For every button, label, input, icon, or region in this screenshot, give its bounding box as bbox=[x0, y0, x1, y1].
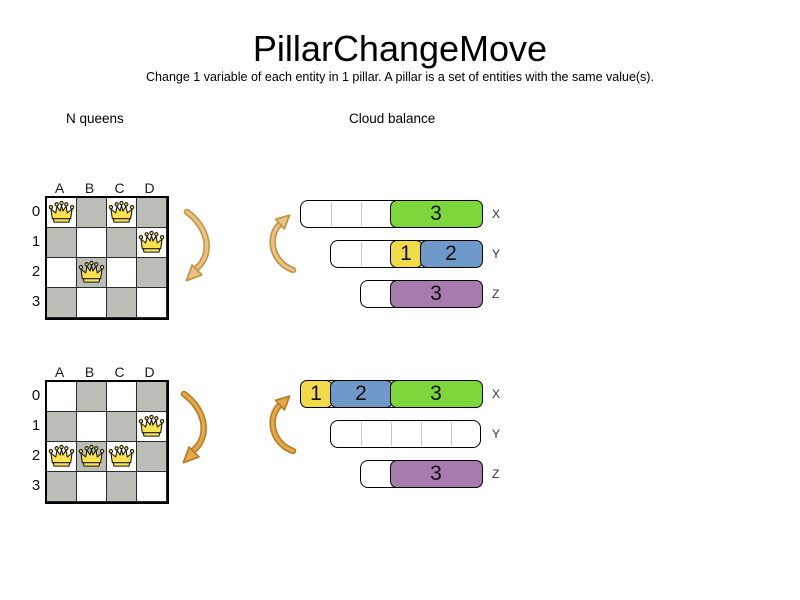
section-label-nqueens: N queens bbox=[66, 111, 124, 126]
cell-divider bbox=[421, 422, 422, 446]
board-cell bbox=[77, 258, 107, 288]
board-cell bbox=[107, 442, 137, 472]
board-cell bbox=[47, 382, 77, 412]
board-grid bbox=[45, 380, 169, 504]
board-cell bbox=[137, 382, 167, 412]
board-cell bbox=[137, 472, 167, 502]
board-cell bbox=[77, 442, 107, 472]
computer-label: Y bbox=[492, 247, 501, 261]
queen-icon bbox=[48, 444, 75, 467]
process-block: 2 bbox=[419, 239, 483, 268]
queen-icon bbox=[138, 230, 165, 253]
board-cell bbox=[107, 412, 137, 442]
board-cell bbox=[77, 472, 107, 502]
cell-divider bbox=[361, 422, 362, 446]
board-cell bbox=[107, 198, 137, 228]
board-cell bbox=[47, 288, 77, 318]
board-cell bbox=[47, 472, 77, 502]
computer-label: Y bbox=[492, 427, 501, 441]
process-block: 2 bbox=[329, 379, 393, 408]
column-label: A bbox=[54, 180, 66, 196]
computer-bar: 3 bbox=[360, 279, 483, 308]
board-cell bbox=[137, 442, 167, 472]
row-label: 3 bbox=[31, 293, 41, 310]
queen-icon bbox=[78, 260, 105, 283]
board-grid bbox=[45, 196, 169, 320]
queen-icon bbox=[138, 414, 165, 437]
board-cell bbox=[137, 228, 167, 258]
board-cell bbox=[47, 442, 77, 472]
computer-label: Z bbox=[492, 467, 500, 481]
queen-icon bbox=[108, 200, 135, 223]
cloud-move-up-arrow-icon bbox=[269, 395, 297, 454]
board-cell bbox=[137, 258, 167, 288]
process-block: 1 bbox=[299, 379, 333, 408]
process-block: 1 bbox=[389, 239, 423, 268]
cell-divider bbox=[391, 422, 392, 446]
computer-label: X bbox=[492, 207, 501, 221]
board-cell bbox=[107, 472, 137, 502]
column-label: D bbox=[144, 180, 156, 196]
board-cell bbox=[77, 412, 107, 442]
board-cell bbox=[137, 412, 167, 442]
cell-divider bbox=[451, 422, 452, 446]
row-label: 2 bbox=[31, 263, 41, 280]
process-block: 3 bbox=[389, 199, 483, 228]
chessboard-before: A B C D 0 1 2 3 bbox=[28, 180, 178, 325]
board-cell bbox=[137, 198, 167, 228]
computer-label: X bbox=[492, 387, 501, 401]
board-cell bbox=[77, 382, 107, 412]
board-cell bbox=[77, 228, 107, 258]
row-label: 1 bbox=[31, 233, 41, 250]
row-label: 0 bbox=[31, 387, 41, 404]
computer-bar: 3 bbox=[360, 459, 483, 488]
board-cell bbox=[77, 198, 107, 228]
board-cell bbox=[107, 228, 137, 258]
column-label: B bbox=[84, 364, 96, 380]
queen-icon bbox=[48, 200, 75, 223]
board-cell bbox=[137, 288, 167, 318]
board-cell bbox=[107, 382, 137, 412]
row-label: 1 bbox=[31, 417, 41, 434]
column-label: C bbox=[114, 180, 126, 196]
column-label: A bbox=[54, 364, 66, 380]
board-cell bbox=[107, 258, 137, 288]
page-subtitle: Change 1 variable of each entity in 1 pi… bbox=[146, 70, 654, 84]
queen-icon bbox=[78, 444, 105, 467]
board-cell bbox=[47, 412, 77, 442]
computer-label: Z bbox=[492, 287, 500, 301]
chessboard-after: A B C D 0 1 2 3 bbox=[28, 364, 178, 509]
computer-bar: 3 bbox=[300, 199, 483, 228]
cell-divider bbox=[361, 202, 362, 226]
queens-move-down-arrow-icon bbox=[183, 208, 210, 282]
process-block: 3 bbox=[389, 459, 483, 488]
board-cell bbox=[47, 198, 77, 228]
column-label: B bbox=[84, 180, 96, 196]
board-cell bbox=[107, 288, 137, 318]
column-label: C bbox=[114, 364, 126, 380]
board-cell bbox=[77, 288, 107, 318]
cell-divider bbox=[361, 242, 362, 266]
row-label: 3 bbox=[31, 477, 41, 494]
row-label: 2 bbox=[31, 447, 41, 464]
queen-icon bbox=[108, 444, 135, 467]
cell-divider bbox=[331, 202, 332, 226]
queens-move-down-arrow-icon bbox=[180, 390, 207, 464]
board-cell bbox=[47, 228, 77, 258]
cloud-move-up-arrow-icon bbox=[269, 214, 297, 273]
computer-bar bbox=[330, 420, 481, 448]
page-title: PillarChangeMove bbox=[252, 28, 548, 69]
column-label: D bbox=[144, 364, 156, 380]
process-block: 3 bbox=[389, 379, 483, 408]
process-block: 3 bbox=[389, 279, 483, 308]
section-label-cloud-balance: Cloud balance bbox=[349, 111, 436, 126]
board-cell bbox=[47, 258, 77, 288]
row-label: 0 bbox=[31, 203, 41, 220]
